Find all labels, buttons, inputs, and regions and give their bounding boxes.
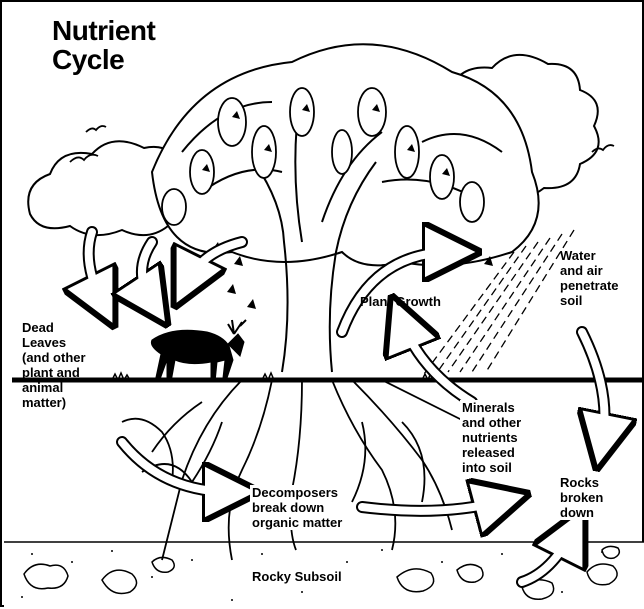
label-decomposers: Decomposers break down organic matter [250,485,344,530]
label-water-air: Water and air penetrate soil [560,248,619,308]
page-title: Nutrient Cycle [52,16,155,74]
label-rocks-broken: Rocks broken down [558,475,605,520]
deer-icon [151,320,246,382]
label-minerals: Minerals and other nutrients released in… [460,400,523,475]
arrow-icon-inner [89,232,605,582]
arrow-icon [89,232,605,582]
label-dead-leaves: Dead Leaves (and other plant and animal … [22,320,86,410]
label-rocky-subsoil: Rocky Subsoil [250,569,344,584]
roots [122,380,462,560]
label-plant-growth: Plant Growth [360,294,441,309]
